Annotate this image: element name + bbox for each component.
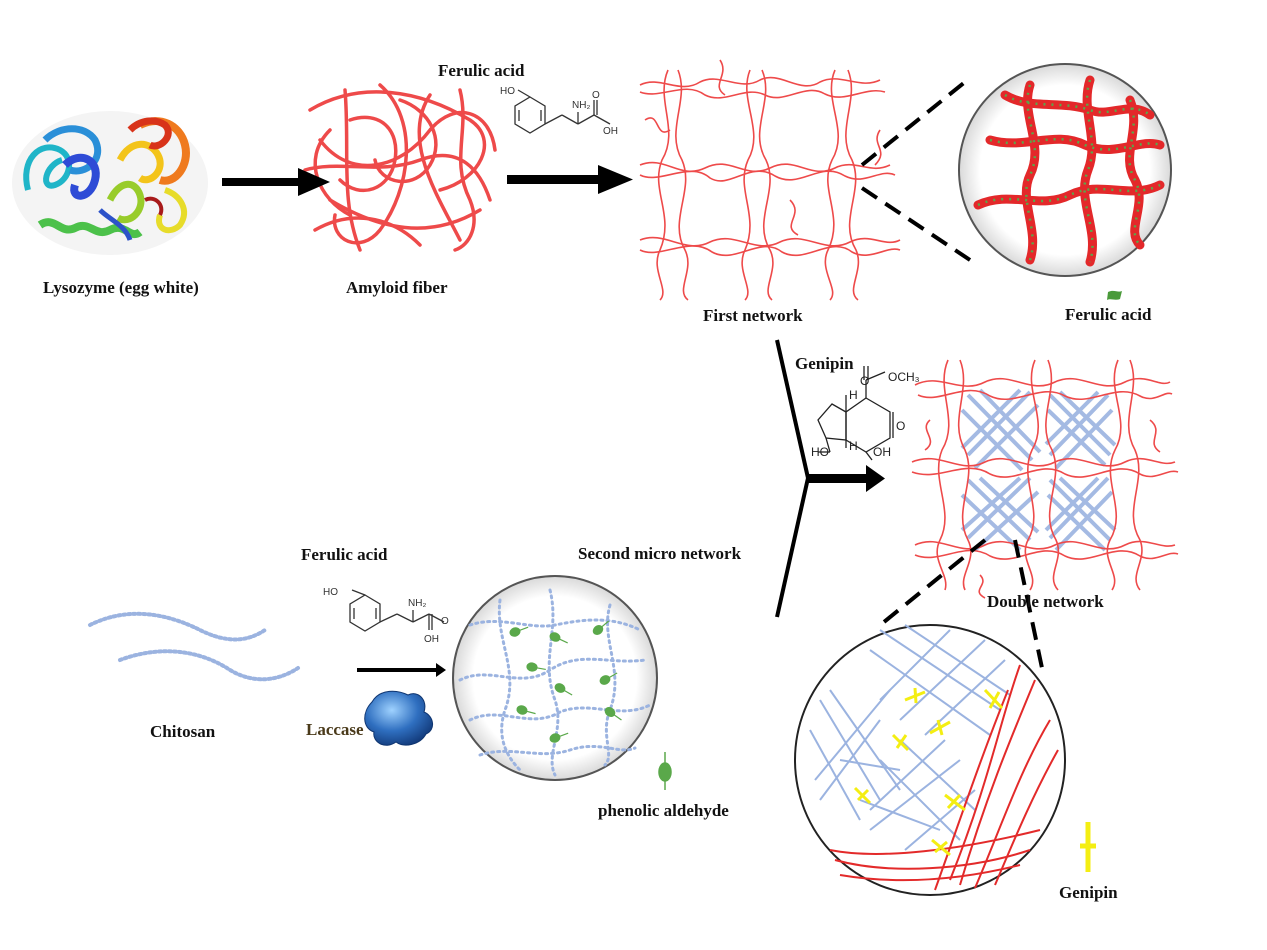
second-micro-network-circle — [452, 575, 658, 781]
phenolic-aldehyde-label: phenolic aldehyde — [598, 801, 729, 820]
second-micro-network-label: Second micro network — [578, 544, 742, 563]
chem-oh-genipin: OH — [873, 445, 891, 459]
chem-oh-top: OH — [603, 126, 618, 137]
chem-ho-genipin: HO — [811, 445, 829, 459]
chem-ho-bottom: HO — [323, 587, 338, 598]
chitosan-label: Chitosan — [150, 722, 216, 741]
first-network-grid — [639, 59, 901, 301]
zoom-lines-double-network — [882, 538, 1044, 669]
ferulic-acid-bottom-label: Ferulic acid — [301, 545, 388, 564]
genipin-structure — [817, 366, 894, 461]
first-network-zoom-circle — [958, 63, 1172, 277]
arrow-to-second-network — [357, 663, 446, 677]
laccase-label: Laccase — [306, 720, 364, 739]
arrow-lysozyme-to-amyloid — [222, 168, 330, 196]
double-network-zoom-circle — [794, 624, 1066, 896]
genipin-legend-label: Genipin — [1059, 883, 1118, 902]
chem-och3-genipin: OCH₃ — [888, 370, 920, 384]
lysozyme-protein-image — [12, 111, 208, 255]
double-network-label: Double network — [987, 592, 1104, 611]
branch-connector — [775, 339, 810, 618]
zoom-lines-first-network — [860, 80, 972, 262]
chem-h-genipin-top: H — [849, 388, 858, 402]
laccase-enzyme-image — [364, 690, 433, 746]
amyloid-fiber-label: Amyloid fiber — [346, 278, 448, 297]
ferulic-acid-structure-top — [514, 89, 611, 134]
chem-nh2-bottom: NH₂ — [408, 598, 426, 609]
amyloid-fiber-tangle — [303, 83, 497, 252]
ferulic-acid-structure-bottom — [349, 589, 445, 632]
genipin-legend-swatch — [1080, 822, 1096, 872]
chem-nh2-top: NH₂ — [572, 100, 590, 111]
chem-oh-bottom: OH — [424, 634, 439, 645]
ferulic-acid-legend-swatch — [1107, 290, 1122, 300]
chem-h-genipin-bottom: H — [849, 439, 858, 453]
chem-ho-top: HO — [500, 86, 515, 97]
chitosan-chains — [88, 611, 300, 682]
arrow-amyloid-to-first-network — [507, 165, 633, 194]
double-network-grid — [911, 359, 1179, 599]
chem-o-genipin-top: O — [860, 374, 869, 388]
chem-o-bottom: O — [441, 616, 449, 627]
arrow-to-double-network — [808, 465, 885, 492]
phenolic-aldehyde-legend-swatch — [658, 752, 672, 790]
lysozyme-label: Lysozyme (egg white) — [43, 278, 199, 297]
genipin-top-label: Genipin — [795, 354, 854, 373]
ferulic-acid-top-label: Ferulic acid — [438, 61, 525, 80]
chem-o-genipin-ring: O — [896, 419, 905, 433]
first-network-label: First network — [703, 306, 803, 325]
chem-o-top: O — [592, 90, 600, 101]
ferulic-acid-legend-label: Ferulic acid — [1065, 305, 1152, 324]
